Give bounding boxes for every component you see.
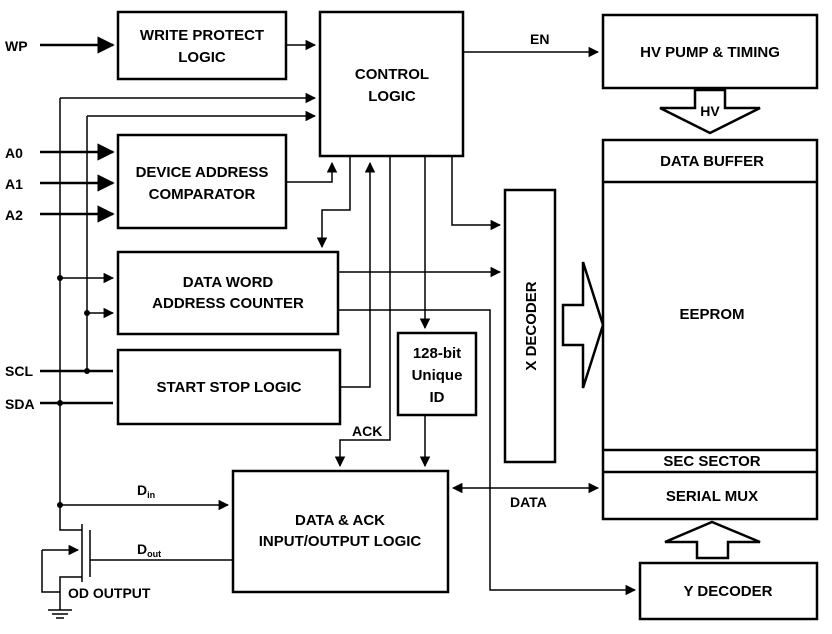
a1-pin-label: A1 <box>5 176 23 192</box>
wp-pin-label: WP <box>5 38 28 54</box>
data-ack-label-line2: INPUT/OUTPUT LOGIC <box>259 533 422 550</box>
start-stop-logic-block: START STOP LOGIC <box>116 348 342 426</box>
device-address-comparator-block: DEVICE ADDRESS COMPARATOR <box>116 133 288 230</box>
eeprom-label: EEPROM <box>679 306 744 323</box>
a2-pin-label: A2 <box>5 207 23 223</box>
hv-bus-arrow <box>659 88 761 135</box>
sec-sector-label: SEC SECTOR <box>663 453 760 470</box>
scl-pin-label: SCL <box>5 363 33 379</box>
unique-id-label-line2: Unique <box>412 367 463 384</box>
x-decoder-block: X DECODER <box>503 188 557 464</box>
control-logic-label-line2: LOGIC <box>368 88 416 105</box>
memory-array-block: DATA BUFFER EEPROM SEC SECTOR SERIAL MUX <box>601 138 819 521</box>
din-main: D <box>137 482 147 498</box>
dout-signal-label: Dout <box>137 541 161 559</box>
en-signal-label: EN <box>530 31 549 47</box>
input-wires <box>40 36 317 508</box>
din-subscript: in <box>147 490 155 500</box>
data-signal-label: DATA <box>510 494 547 510</box>
x-decoder-to-eeprom-arrow <box>561 261 605 389</box>
control-logic-block: CONTROL LOGIC <box>318 10 465 158</box>
od-output-transistor <box>41 505 91 619</box>
dout-subscript: out <box>147 549 161 559</box>
y-decoder-label: Y DECODER <box>684 583 773 600</box>
y-decoder-to-serial-mux-arrow <box>664 520 761 560</box>
hv-pump-label: HV PUMP & TIMING <box>640 44 780 61</box>
serial-mux-label: SERIAL MUX <box>666 488 758 505</box>
sda-pin-label: SDA <box>5 396 35 412</box>
control-logic-label-line1: CONTROL <box>355 66 429 83</box>
data-word-address-counter-block: DATA WORD ADDRESS COUNTER <box>116 250 340 336</box>
unique-id-label-line1: 128-bit <box>413 345 461 362</box>
data-word-label-line1: DATA WORD <box>183 274 274 291</box>
write-protect-label-line1: WRITE PROTECT <box>140 27 264 44</box>
x-decoder-label: X DECODER <box>523 281 540 370</box>
write-protect-logic-block: WRITE PROTECT LOGIC <box>116 10 288 81</box>
data-buffer-label: DATA BUFFER <box>660 153 764 170</box>
internal-wires <box>60 39 637 596</box>
data-ack-label-line1: DATA & ACK <box>295 512 385 529</box>
data-ack-io-logic-block: DATA & ACK INPUT/OUTPUT LOGIC <box>231 469 450 594</box>
unique-id-block: 128-bit Unique ID <box>396 331 478 417</box>
ack-signal-label: ACK <box>352 423 382 439</box>
hv-signal-label: HV <box>700 103 720 119</box>
device-address-label-line1: DEVICE ADDRESS <box>136 164 269 181</box>
start-stop-label: START STOP LOGIC <box>156 379 301 396</box>
hv-pump-timing-block: HV PUMP & TIMING <box>601 13 819 90</box>
din-signal-label: Din <box>137 482 155 500</box>
data-word-label-line2: ADDRESS COUNTER <box>152 295 304 312</box>
y-decoder-block: Y DECODER <box>638 561 819 621</box>
write-protect-label-line2: LOGIC <box>178 49 226 66</box>
device-address-label-line2: COMPARATOR <box>149 186 256 203</box>
a0-pin-label: A0 <box>5 145 23 161</box>
unique-id-label-line3: ID <box>430 389 445 406</box>
dout-main: D <box>137 541 147 557</box>
od-output-label: OD OUTPUT <box>68 585 151 601</box>
